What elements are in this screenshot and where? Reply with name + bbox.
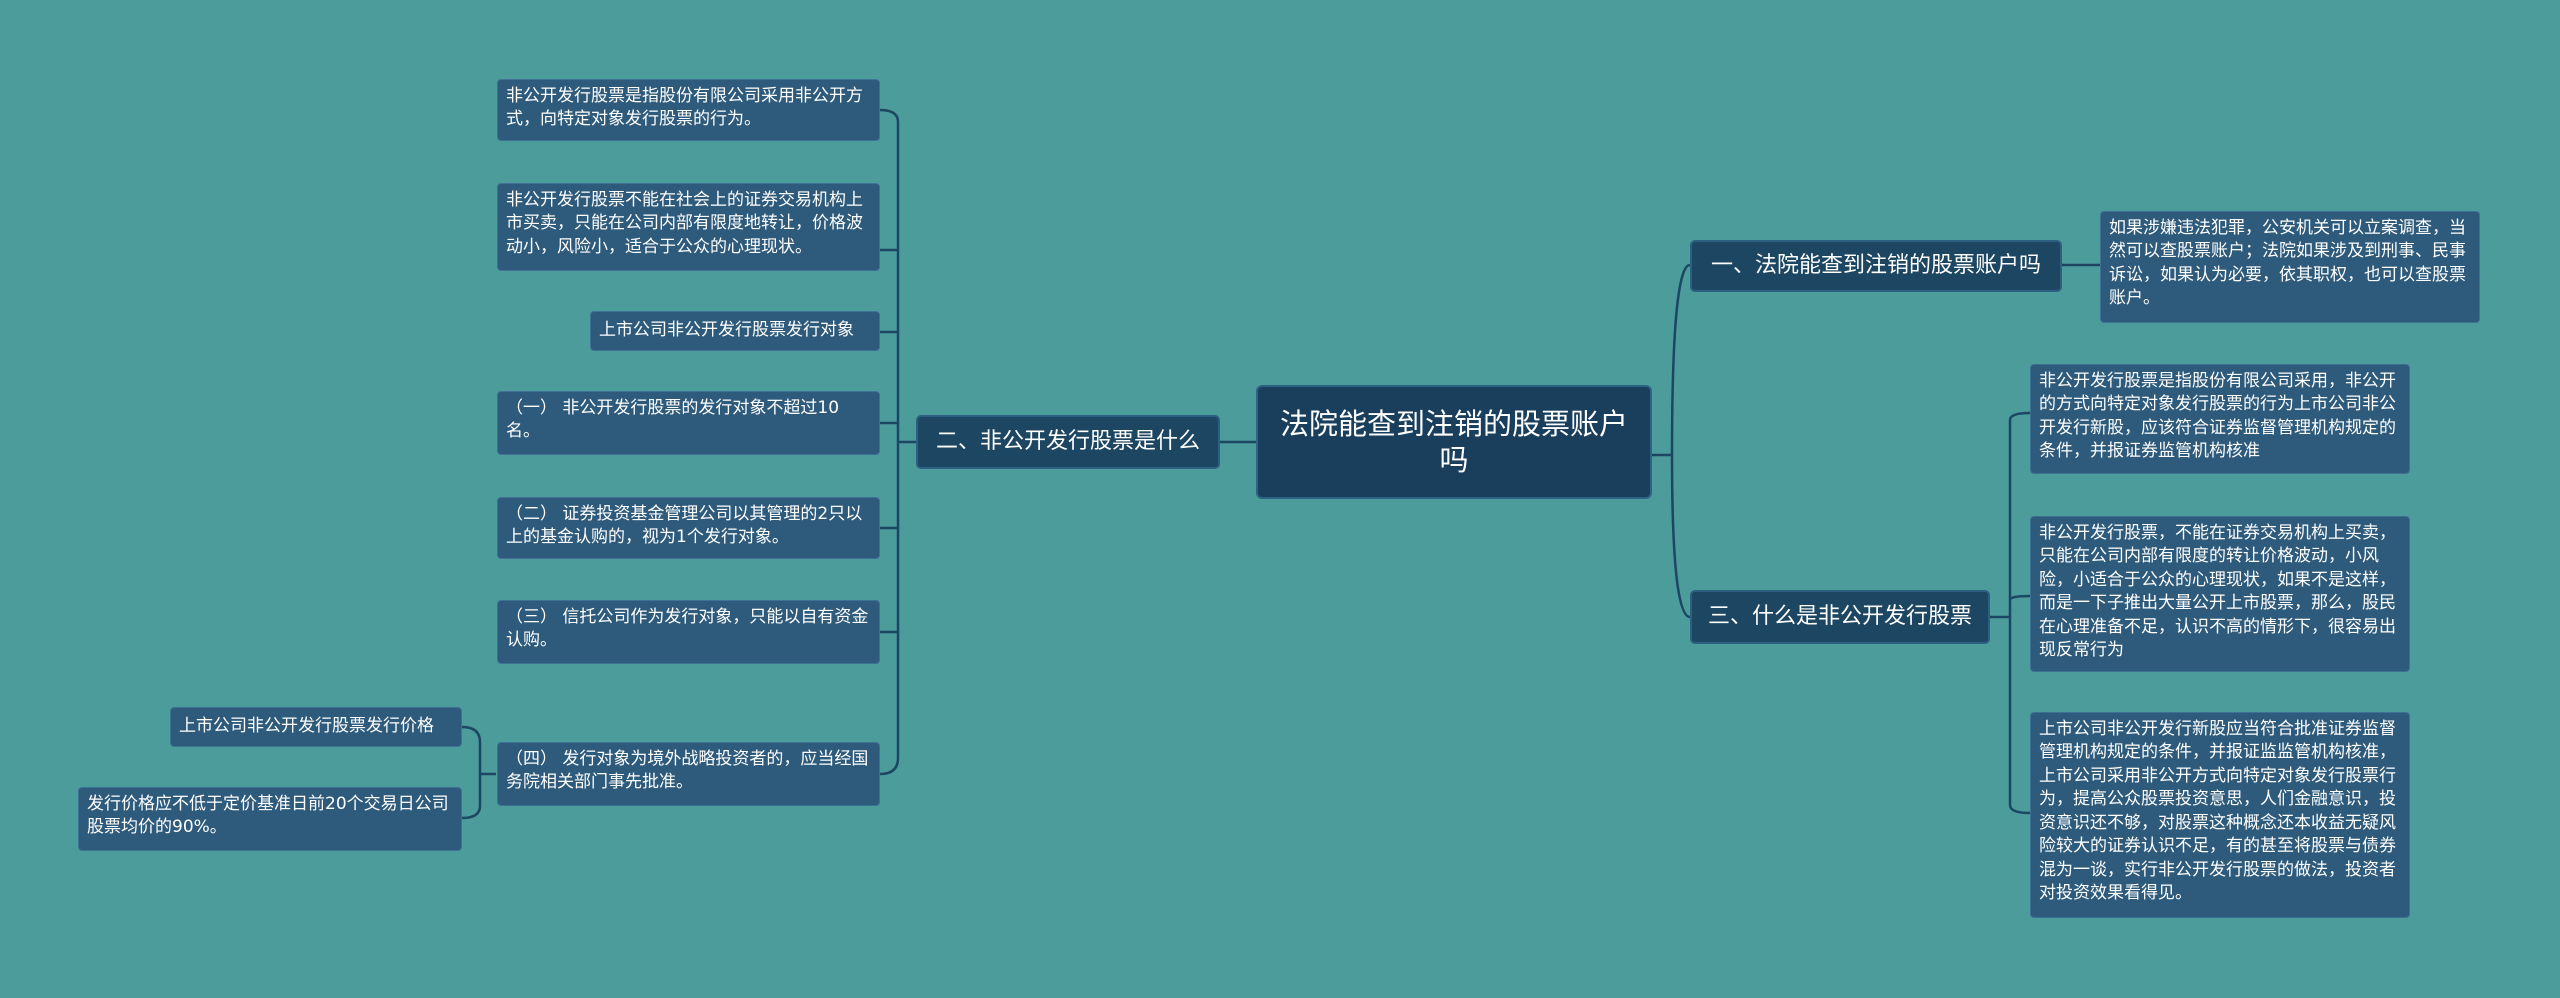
b2-leaf-5-text: （二） 证券投资基金管理公司以其管理的2只以上的基金认购的，视为1个发行对象。: [506, 504, 863, 548]
branch-1-label: 一、法院能查到注销的股票账户吗: [1710, 253, 2041, 279]
b2-leaf-7[interactable]: （四） 发行对象为境外战略投资者的，应当经国务院相关部门事先批准。: [497, 742, 880, 806]
b2-leaf-4[interactable]: （一） 非公开发行股票的发行对象不超过10名。: [497, 391, 880, 455]
branch-2[interactable]: 二、非公开发行股票是什么: [916, 415, 1220, 469]
b3-leaf-3-text: 上市公司非公开发行新股应当符合批准证券监督管理机构规定的条件，并报证监监管机构核…: [2039, 719, 2396, 904]
root-title: 法院能查到注销的股票账户吗: [1279, 406, 1628, 477]
link-root-b3: [1670, 454, 1691, 619]
link-root-b1: [1652, 263, 1691, 457]
root-topic[interactable]: 法院能查到注销的股票账户吗: [1256, 385, 1652, 499]
b2-leaf-7-text: （四） 发行对象为境外战略投资者的，应当经国务院相关部门事先批准。: [506, 749, 869, 793]
b2-sub-2[interactable]: 发行价格应不低于定价基准日前20个交易日公司股票均价的90%。: [78, 787, 462, 851]
branch-2-label: 二、非公开发行股票是什么: [935, 429, 1200, 455]
link-b2-spine: [879, 108, 916, 776]
b2-sub-1[interactable]: 上市公司非公开发行股票发行价格: [170, 707, 462, 747]
b2-leaf-1[interactable]: 非公开发行股票是指股份有限公司采用非公开方式，向特定对象发行股票的行为。: [497, 79, 880, 141]
b2-leaf-3[interactable]: 上市公司非公开发行股票发行对象: [590, 311, 880, 351]
link-sub: [461, 725, 496, 820]
b3-leaf-1[interactable]: 非公开发行股票是指股份有限公司采用，非公开的方式向特定对象发行股票的行为上市公司…: [2030, 364, 2410, 474]
b2-leaf-6[interactable]: （三） 信托公司作为发行对象，只能以自有资金认购。: [497, 600, 880, 664]
link-b3-leaves: [1990, 411, 2031, 815]
b2-leaf-3-text: 上市公司非公开发行股票发行对象: [599, 320, 854, 341]
b2-leaf-4-text: （一） 非公开发行股票的发行对象不超过10名。: [506, 398, 840, 442]
branch-3-label: 三、什么是非公开发行股票: [1707, 604, 1972, 630]
b3-leaf-3[interactable]: 上市公司非公开发行新股应当符合批准证券监督管理机构规定的条件，并报证监监管机构核…: [2030, 712, 2410, 918]
b3-leaf-2[interactable]: 非公开发行股票，不能在证券交易机构上买卖，只能在公司内部有限度的转让价格波动，小…: [2030, 516, 2410, 672]
b2-leaf-2[interactable]: 非公开发行股票不能在社会上的证券交易机构上市买卖，只能在公司内部有限度地转让，价…: [497, 183, 880, 271]
b2-leaf-6-text: （三） 信托公司作为发行对象，只能以自有资金认购。: [506, 607, 869, 651]
b2-leaf-2-text: 非公开发行股票不能在社会上的证券交易机构上市买卖，只能在公司内部有限度地转让，价…: [506, 190, 863, 257]
b2-leaf-1-text: 非公开发行股票是指股份有限公司采用非公开方式，向特定对象发行股票的行为。: [506, 86, 863, 130]
b2-leaf-5[interactable]: （二） 证券投资基金管理公司以其管理的2只以上的基金认购的，视为1个发行对象。: [497, 497, 880, 559]
b1-leaf[interactable]: 如果涉嫌违法犯罪，公安机关可以立案调查，当然可以查股票账户；法院如果涉及到刑事、…: [2100, 211, 2480, 323]
b3-leaf-2-text: 非公开发行股票，不能在证券交易机构上买卖，只能在公司内部有限度的转让价格波动，小…: [2039, 523, 2396, 661]
branch-1[interactable]: 一、法院能查到注销的股票账户吗: [1690, 240, 2062, 292]
branch-3[interactable]: 三、什么是非公开发行股票: [1690, 590, 1990, 644]
b3-leaf-1-text: 非公开发行股票是指股份有限公司采用，非公开的方式向特定对象发行股票的行为上市公司…: [2039, 371, 2396, 462]
b2-sub-2-text: 发行价格应不低于定价基准日前20个交易日公司股票均价的90%。: [87, 794, 449, 838]
b2-sub-1-text: 上市公司非公开发行股票发行价格: [179, 716, 434, 737]
b1-leaf-text: 如果涉嫌违法犯罪，公安机关可以立案调查，当然可以查股票账户；法院如果涉及到刑事、…: [2109, 218, 2466, 309]
